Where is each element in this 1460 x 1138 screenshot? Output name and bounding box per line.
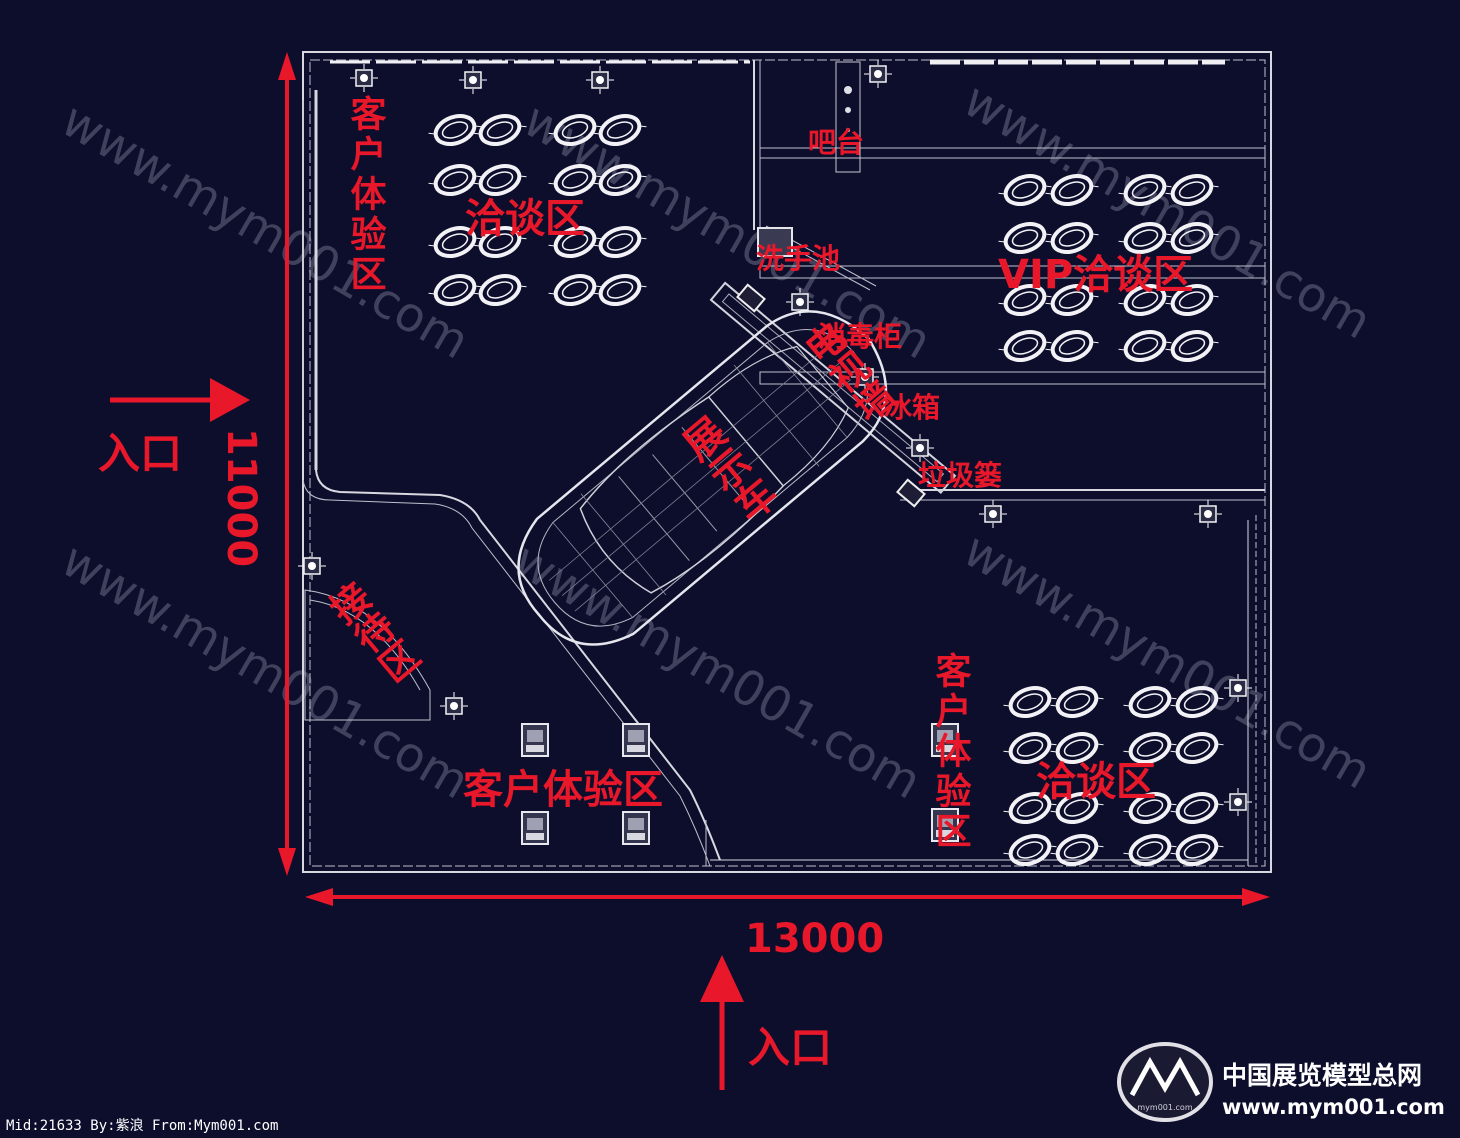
dimension-height-label: 11000 (218, 428, 264, 567)
zone-label-sterilizer: 消毒柜 (818, 320, 902, 353)
zone-label-sink: 洗手池 (756, 242, 840, 275)
watermark: www.mym001.com (954, 522, 1380, 800)
entrance-bottom-label: 入口 (748, 1023, 832, 1072)
entrance-left: 入口 (98, 378, 250, 478)
watermark: www.mym001.com (954, 72, 1380, 350)
watermark: www.mym001.com (52, 92, 478, 370)
brand-block: mym001.com 中国展览模型总网 www.mym001.com (1117, 1042, 1445, 1122)
zone-label-negotiation-topleft: 洽谈区 (465, 196, 585, 242)
zone-label-experience-right: 客户体验区 (930, 652, 972, 852)
zone-label-fridge: 冰箱 (884, 391, 940, 424)
brand-url: www.mym001.com (1222, 1095, 1445, 1119)
zone-label-experience-topleft: 客户体验区 (345, 95, 387, 295)
zone-label-experience-bottom: 客户体验区 (463, 767, 663, 813)
zone-label-reception: 接待区 (318, 576, 425, 692)
brand-name: 中国展览模型总网 (1222, 1061, 1422, 1090)
walls (302, 51, 1272, 873)
arrow-right-icon (210, 378, 250, 422)
entrance-bottom: 入口 (700, 955, 832, 1090)
dimension-height: 11000 (218, 52, 296, 876)
footer-meta: Mid:21633 By:紫浪 From:Mym001.com (6, 1118, 278, 1134)
zone-label-negotiation-bottomright: 洽谈区 (1036, 759, 1156, 805)
brand-logo-text: mym001.com (1137, 1103, 1192, 1112)
entrance-left-label: 入口 (98, 429, 182, 478)
brand-logo: mym001.com (1117, 1042, 1213, 1122)
zone-label-bar: 吧台 (808, 126, 864, 159)
dimension-width: 13000 (305, 888, 1270, 962)
zone-label-vip-negotiation: VIP洽谈区 (998, 252, 1193, 298)
car-outline (517, 310, 888, 646)
zone-label-trash: 垃圾篓 (918, 459, 1002, 492)
arrow-up-icon (700, 955, 744, 1002)
tv-wall-strip (709, 281, 957, 495)
appliance-box (896, 478, 926, 508)
dimension-width-label: 13000 (745, 916, 884, 962)
zone-label-display-car: 展示车 (670, 410, 783, 532)
appliance-box (736, 283, 766, 313)
